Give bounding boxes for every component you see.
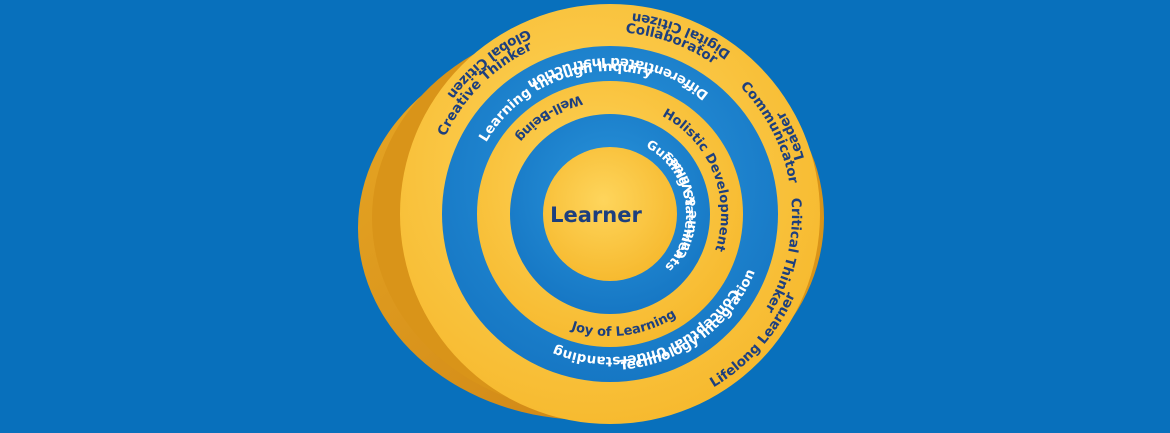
center-circle xyxy=(543,147,677,281)
center-label: Learner xyxy=(550,203,642,227)
